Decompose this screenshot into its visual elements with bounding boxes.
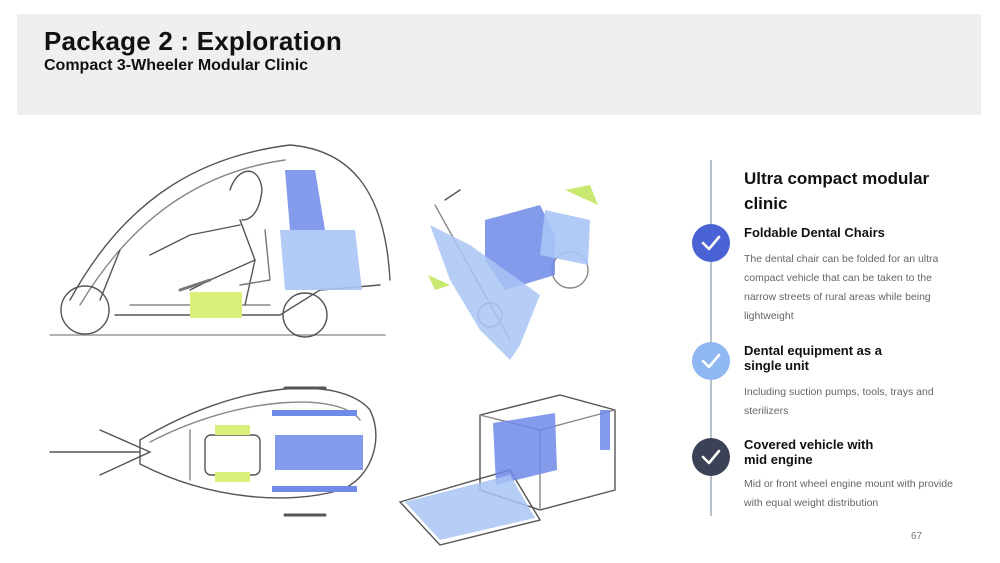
feature-title: Dental equipment as a single unit: [744, 343, 882, 373]
header-band: [17, 14, 981, 115]
check-icon: [692, 342, 730, 380]
feature-description: The dental chair can be folded for an ul…: [744, 253, 939, 322]
page-title: Package 2 : Exploration: [44, 26, 342, 56]
check-icon: [692, 438, 730, 476]
feature-description: Including suction pumps, tools, trays an…: [744, 386, 934, 417]
panel-heading: Ultra compact modular clinic: [744, 169, 930, 213]
sketch-color-blocks: [190, 170, 610, 540]
timeline-line: [710, 160, 712, 516]
vehicle-sketch-illustration: [49, 144, 616, 546]
feature-title: Foldable Dental Chairs: [744, 225, 885, 240]
check-icon: [692, 224, 730, 262]
feature-description: Mid or front wheel engine mount with pro…: [744, 478, 953, 509]
page-number: 67: [911, 531, 923, 542]
feature-title: Covered vehicle with mid engine: [744, 437, 874, 467]
page-subtitle: Compact 3-Wheeler Modular Clinic: [44, 57, 309, 74]
